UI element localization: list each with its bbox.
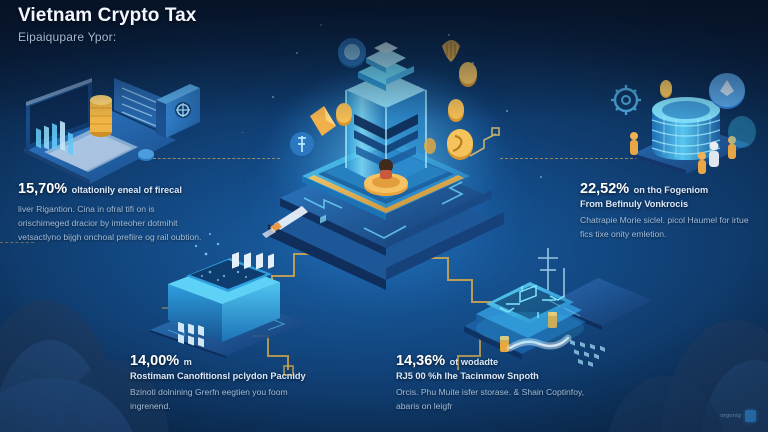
monument-tower-icon — [262, 38, 506, 290]
cloud — [0, 340, 110, 432]
cloud — [0, 378, 140, 432]
spark — [448, 34, 451, 37]
stat-block-top-left: 15,70% oltationily eneal of firecal live… — [18, 180, 202, 245]
connector-zigzag-right — [415, 236, 496, 303]
stat-percent: 14,00% — [130, 353, 180, 369]
gold-coin-icon — [660, 80, 672, 98]
connector-left — [128, 158, 280, 159]
coin-stack-icon — [90, 95, 112, 137]
gold-coin-icon — [448, 99, 464, 122]
stat-block-bottom-left: 14,00% m Rostimam Canofitionsl pclydon P… — [130, 352, 328, 414]
stat-body: liver Rigantion. Cina in ofral tifi on i… — [18, 204, 202, 242]
stat-body: Chatrapie Morie siclel. picol Haumel for… — [580, 215, 749, 239]
spark — [540, 176, 542, 178]
cloud — [0, 300, 120, 432]
stat-percent: 22,52% — [580, 181, 630, 197]
spark — [242, 132, 244, 134]
stat-lead: on tho Fogeniom — [633, 185, 709, 195]
gold-coin-icon — [424, 138, 436, 154]
stat-lead: oltationily eneal of firecal — [71, 185, 182, 195]
light-beam — [262, 206, 308, 238]
ethereum-coin-icon — [310, 106, 336, 136]
gear-icon — [611, 85, 641, 115]
bitcoin-coin-icon — [338, 38, 366, 68]
spark — [320, 24, 322, 26]
spark — [296, 52, 298, 54]
stat-lead: ot wodadte — [449, 357, 499, 367]
stat-percent: 15,70% — [18, 181, 68, 197]
server-cylinder-icon — [611, 73, 756, 174]
character-figure-icon — [630, 132, 736, 174]
stat-body: Orcis. Phu Muite isfer storase. & Shain … — [396, 387, 585, 411]
watermark: orgonig — [721, 410, 756, 422]
stat-block-top-right: 22,52% on tho Fogeniom From Befinuly Von… — [580, 180, 756, 242]
page-subtitle: Eipaiqupare Ypor: — [18, 30, 117, 44]
bank-building-icon — [150, 233, 306, 358]
connector-zigzag-corner — [162, 307, 190, 325]
gold-coin-icon — [459, 62, 477, 87]
gold-pin — [500, 312, 557, 352]
page-title: Vietnam Crypto Tax — [18, 5, 197, 26]
header: Vietnam Crypto Tax Eipaiqupare Ypor: — [18, 5, 196, 44]
stat-line2: From Befinuly Vonkrocis — [580, 199, 689, 209]
ethereum-coin-icon — [709, 73, 745, 109]
safe-vault-icon — [156, 84, 200, 138]
stat-percent: 14,36% — [396, 353, 446, 369]
spark — [472, 62, 474, 64]
stat-line2: RJ5 00 %h lhe Tacinmow Snpoth — [396, 371, 539, 381]
gold-coin-icon — [336, 103, 352, 126]
stat-line2: Rostimam Canofitionsl pclydon Pacnidy — [130, 371, 306, 381]
connector-zigzag-left — [245, 236, 323, 324]
gold-coin-icon — [447, 129, 473, 160]
bitcoin-coin-icon — [290, 132, 314, 158]
spark — [272, 96, 274, 98]
cloud — [606, 376, 726, 432]
stat-lead: m — [183, 357, 192, 367]
character-figure-icon — [364, 159, 408, 196]
connector-right — [500, 158, 648, 159]
laptop-chart-icon — [24, 78, 200, 184]
spark — [506, 110, 508, 112]
circuit-chip-icon — [464, 248, 652, 367]
stat-body: Bzinoti dolnining Grerfn eegtien you foo… — [130, 387, 288, 411]
center-glow — [255, 60, 525, 310]
gold-coin-icon — [442, 40, 460, 62]
spark — [418, 86, 420, 88]
stat-block-bottom-right: 14,36% ot wodadte RJ5 00 %h lhe Tacinmow… — [396, 352, 596, 414]
watermark-logo-icon — [745, 410, 756, 422]
watermark-label: orgonig — [720, 413, 741, 419]
